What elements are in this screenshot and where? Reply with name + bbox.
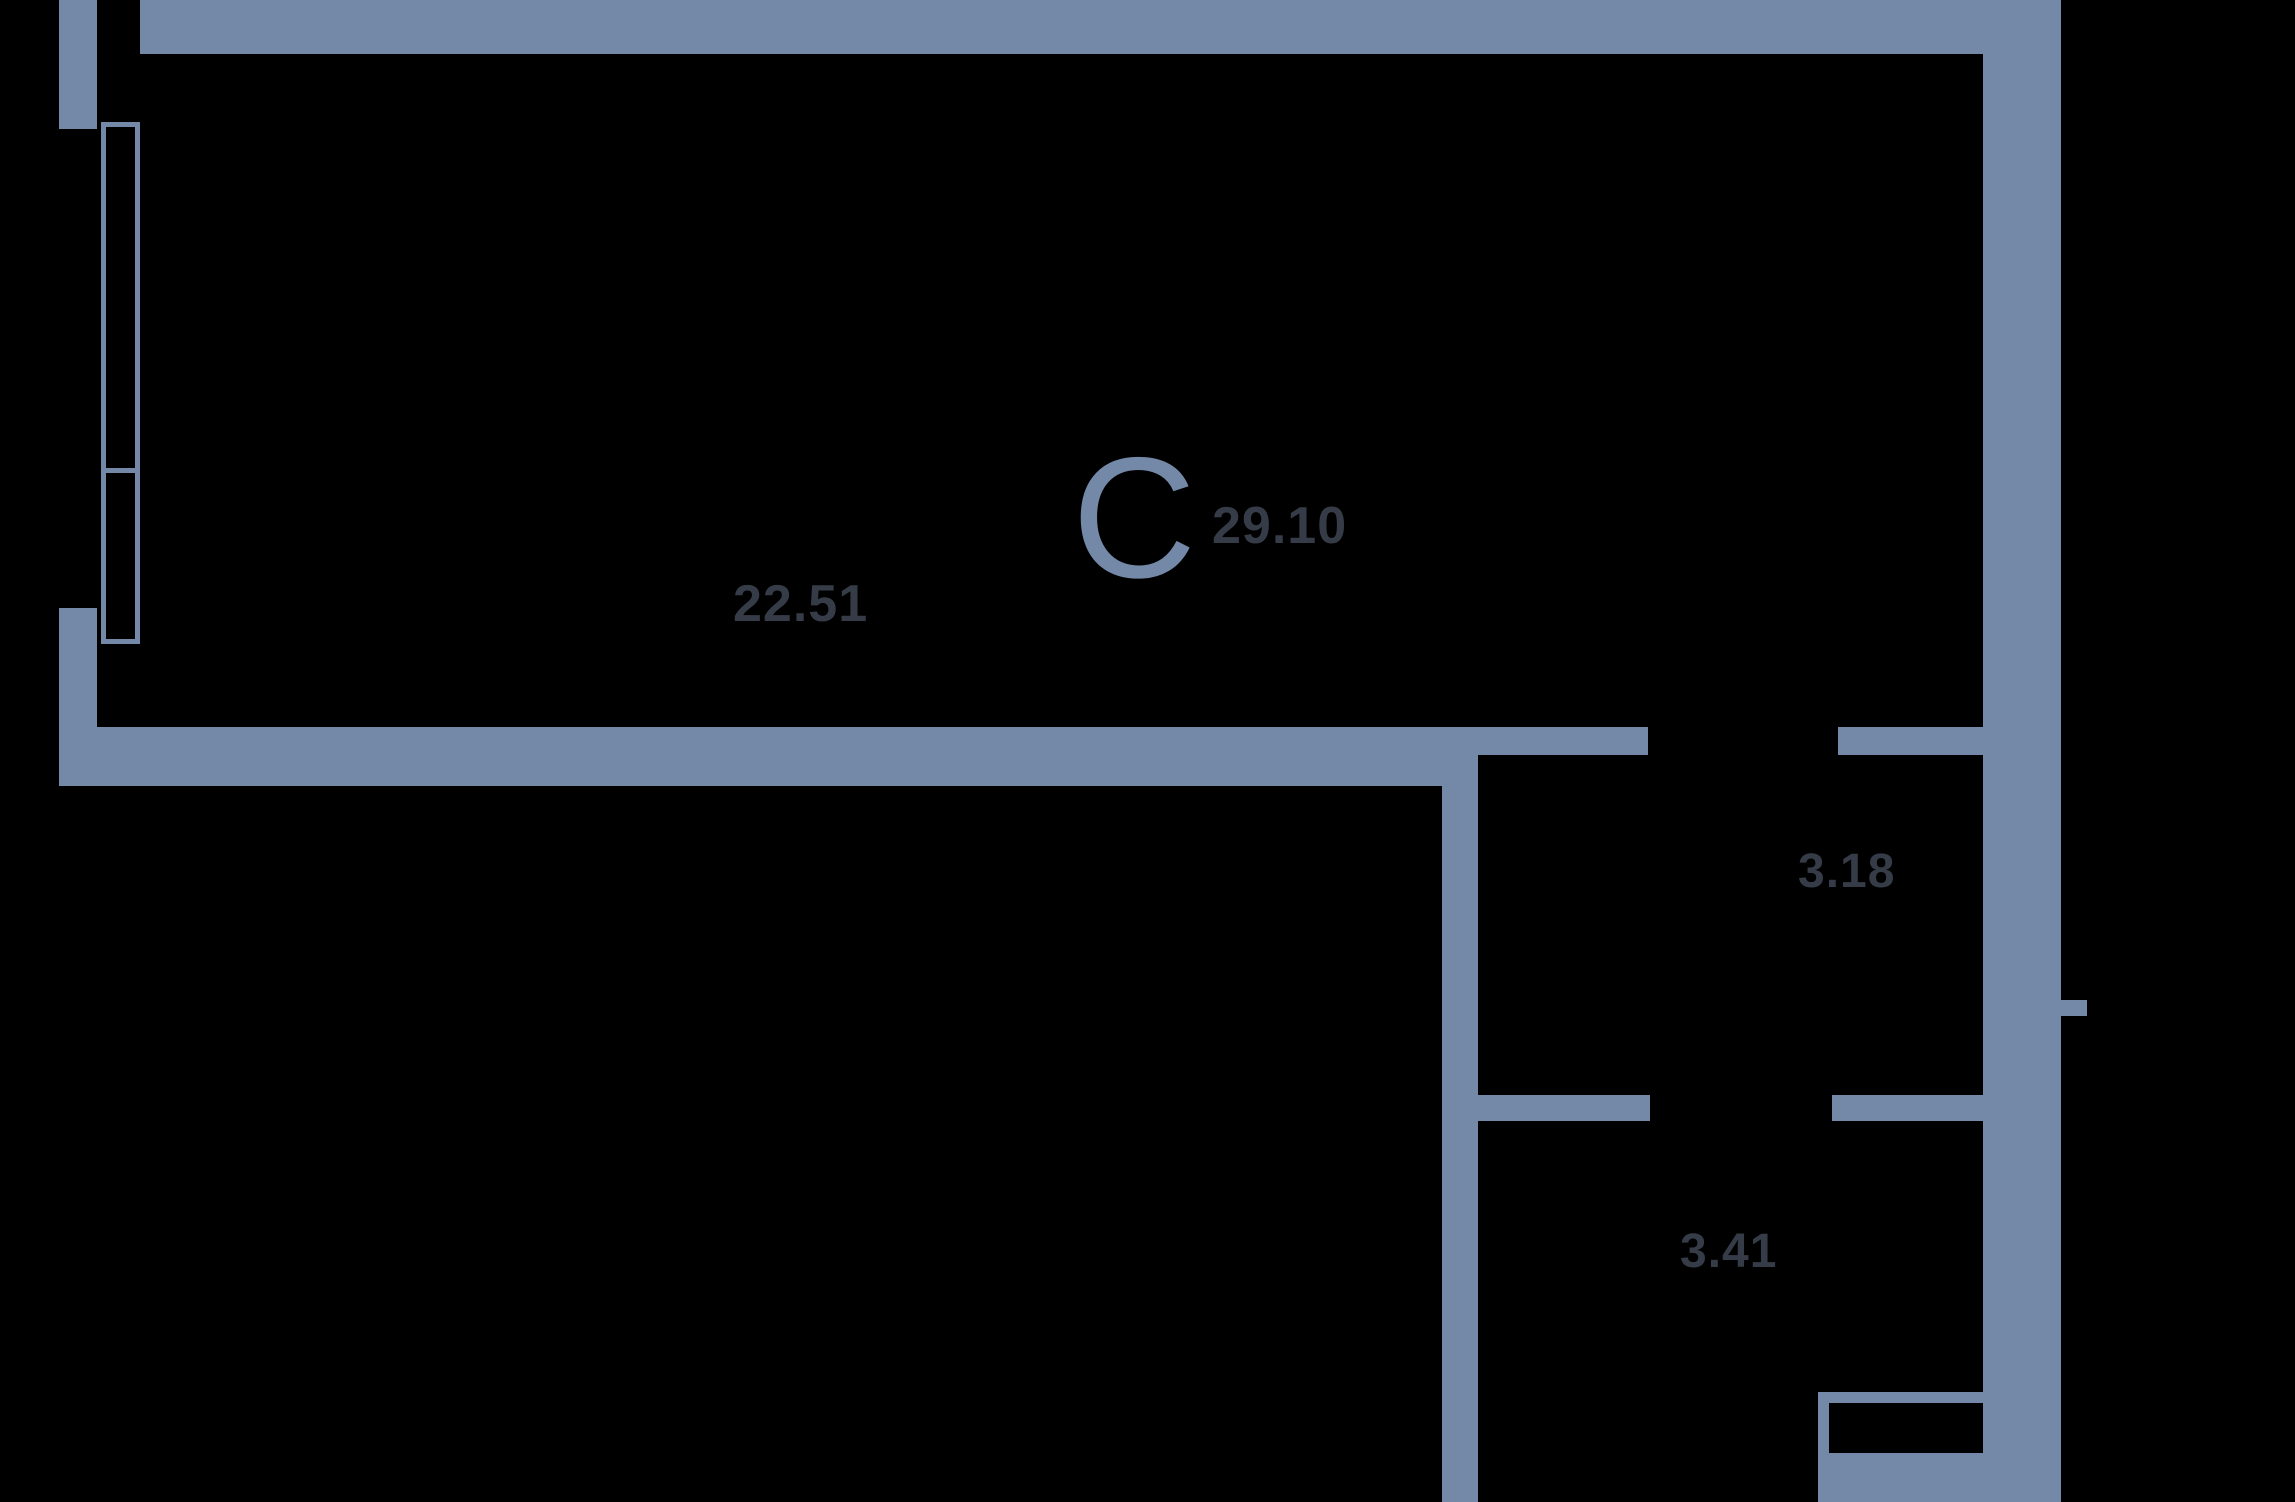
window-cap-top: [101, 122, 140, 127]
total-area-label: 29.10: [1212, 497, 1348, 555]
window-cap-bottom: [101, 639, 140, 644]
wall-partition-hall-bath-right: [1832, 1095, 1983, 1121]
unit-type-letter: С: [1072, 422, 1197, 614]
bathroom-area-label: 3.41: [1680, 1225, 1778, 1278]
wall-living-south: [59, 727, 1478, 786]
wall-hallway-west: [1442, 786, 1478, 1502]
window-glazing-left-line: [101, 122, 106, 644]
window-glazing-right-line: [135, 122, 140, 644]
window-mullion-middle: [101, 468, 140, 473]
wall-partition-hall-bath-left: [1478, 1095, 1650, 1121]
wall-top: [140, 0, 2061, 54]
duct-shaft: [1818, 1392, 2008, 1464]
living-room-area-label: 22.51: [733, 575, 869, 633]
wall-living-south-jamb-left: [1478, 727, 1648, 755]
wall-right: [1983, 0, 2061, 1502]
wall-bottom-right: [1818, 1458, 2061, 1502]
wall-living-south-jamb-right: [1838, 727, 1983, 755]
wall-right-entrance-jamb: [2061, 1000, 2087, 1016]
hallway-area-label: 3.18: [1798, 845, 1896, 898]
wall-left-pier-top: [59, 0, 97, 129]
